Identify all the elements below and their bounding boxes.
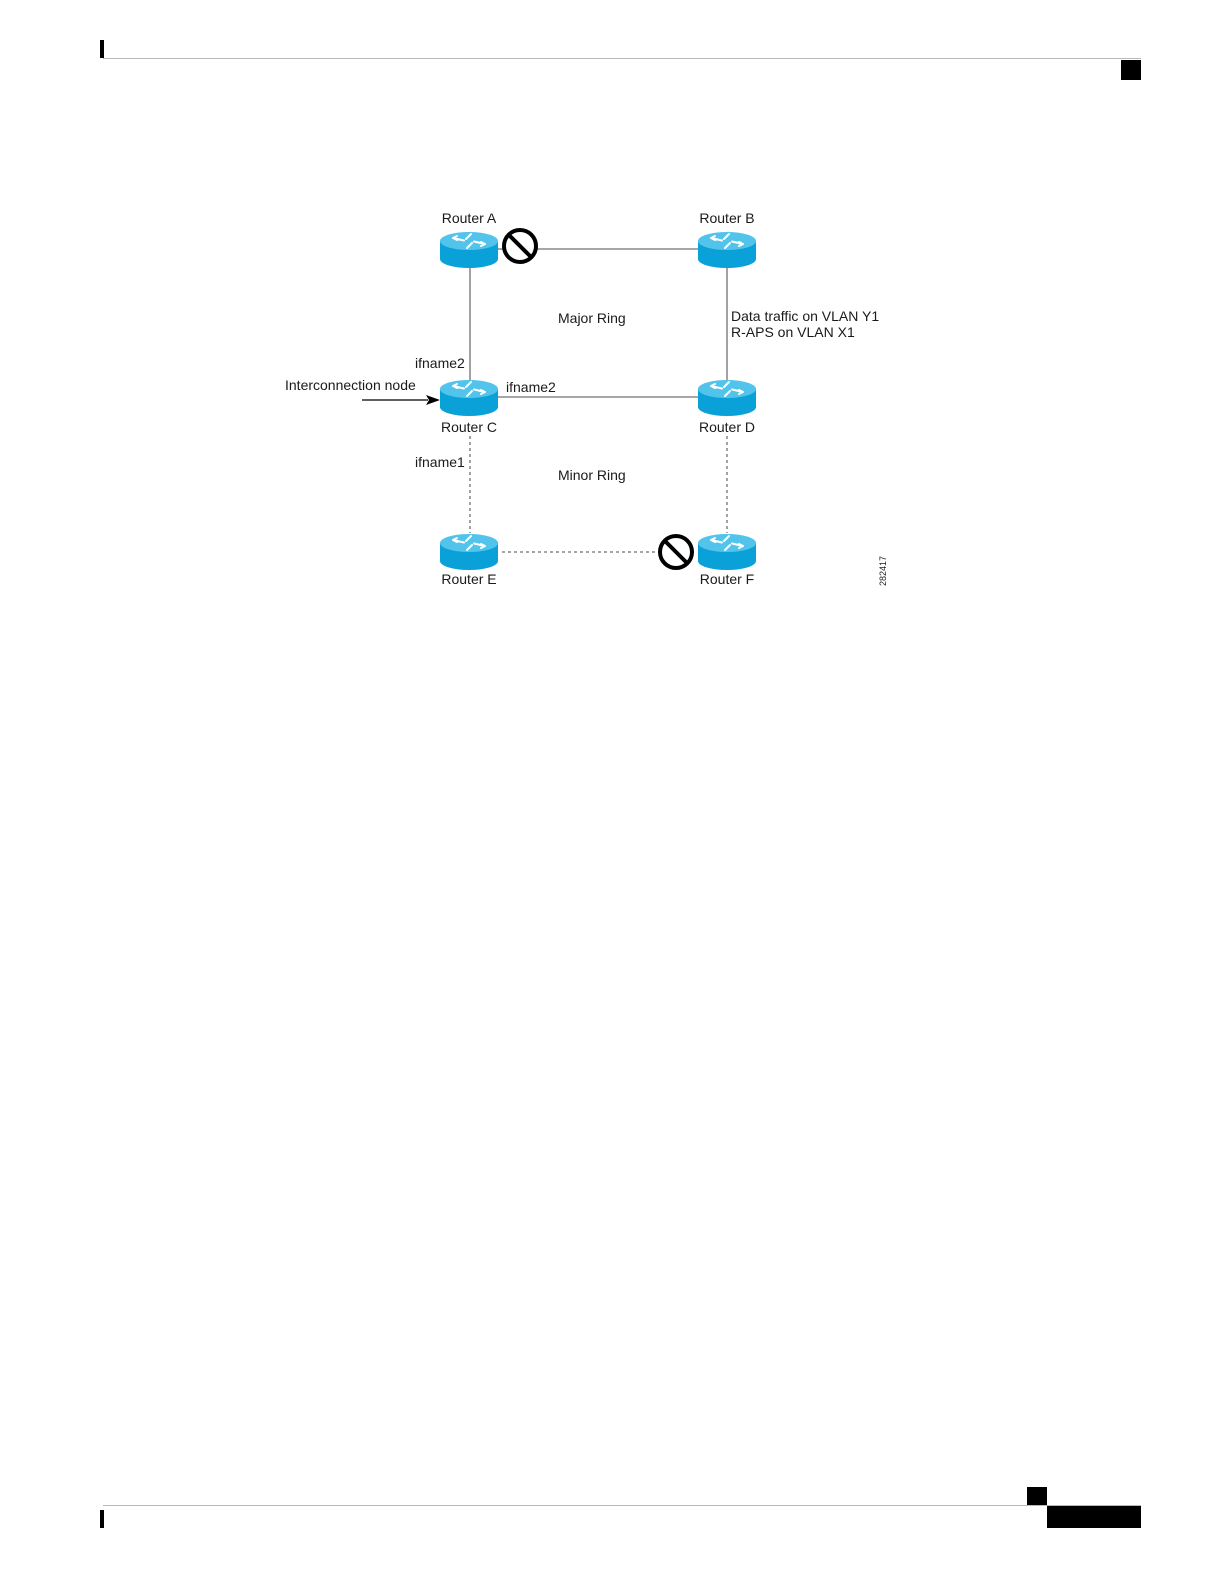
router-c-label: Router C	[441, 419, 497, 435]
router-d-label: Router D	[699, 419, 755, 435]
interconnection-node-label: Interconnection node	[285, 377, 416, 393]
footer-margin-tick	[100, 1510, 104, 1528]
footer-page-marker	[1027, 1487, 1047, 1505]
minor-ring-label: Minor Ring	[558, 467, 626, 483]
figure-id: 282417	[878, 556, 888, 586]
blocked-port-icon	[504, 230, 536, 262]
footer-page-number-bar	[1047, 1506, 1141, 1528]
router-b-icon	[698, 232, 756, 268]
router-e-label: Router E	[441, 571, 496, 587]
arrow-head-icon	[426, 395, 440, 405]
router-b-label: Router B	[699, 210, 754, 226]
interface-label-c-down: ifname1	[415, 454, 465, 470]
vlan-note-line2: R-APS on VLAN X1	[731, 324, 855, 340]
blocked-port-icon	[660, 536, 692, 568]
router-f-icon	[698, 534, 756, 570]
interface-label-c-right: ifname2	[506, 379, 556, 395]
interface-label-c-up: ifname2	[415, 355, 465, 371]
vlan-note-line1: Data traffic on VLAN Y1	[731, 308, 879, 324]
major-ring-label: Major Ring	[558, 310, 626, 326]
router-d-icon	[698, 380, 756, 416]
footer-rule	[103, 1505, 1141, 1506]
router-a-icon	[440, 232, 498, 268]
router-a-label: Router A	[442, 210, 497, 226]
router-f-label: Router F	[700, 571, 754, 587]
router-e-icon	[440, 534, 498, 570]
router-c-icon	[440, 380, 498, 416]
